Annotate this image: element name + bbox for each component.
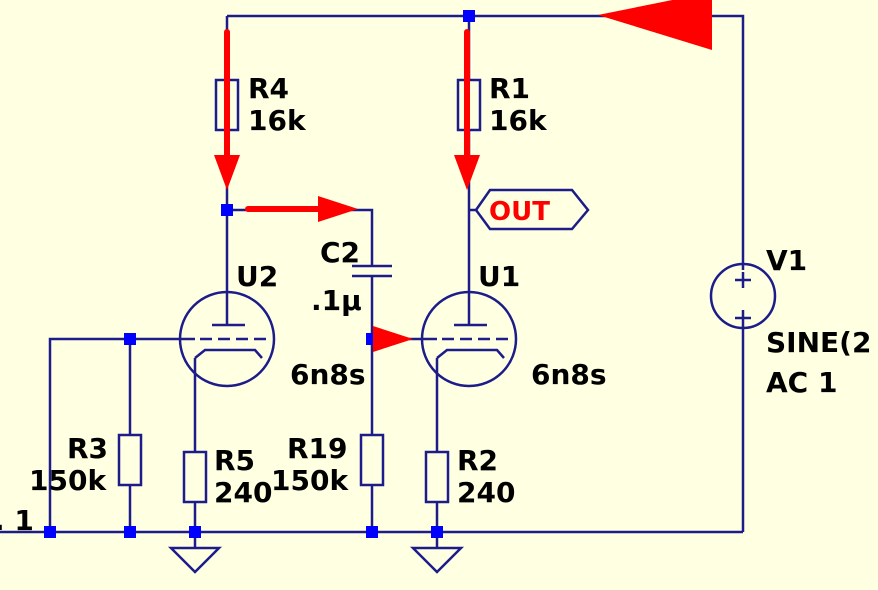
junction-dot	[366, 526, 378, 538]
label-u2-model: 6n8s	[290, 358, 366, 391]
junction-dot	[189, 526, 201, 538]
label-u2-name: U2	[236, 260, 278, 293]
label-r2-name: R2	[457, 444, 498, 477]
label-r3-name: R3	[67, 432, 108, 465]
junction-dot	[221, 204, 233, 216]
wire-top-rail	[227, 14, 745, 270]
label-r3-value: 150k	[29, 464, 107, 497]
resistor-r5[interactable]	[182, 450, 208, 504]
label-r19-value: 150k	[271, 464, 349, 497]
ground-symbol-left	[167, 546, 223, 574]
junction-dot	[431, 526, 443, 538]
label-v1-spec-line1: SINE(2	[766, 326, 871, 359]
label-left-edge: . 1	[0, 504, 34, 537]
capacitor-c2[interactable]	[352, 264, 392, 278]
arrow-c2-head	[318, 196, 358, 222]
arrow-grid-u1	[373, 326, 413, 352]
label-u1-name: U1	[478, 260, 520, 293]
voltage-source-v1[interactable]	[709, 262, 777, 330]
label-c2-value: .1µ	[311, 284, 362, 317]
label-v1-name: V1	[766, 244, 807, 277]
resistor-r2[interactable]	[424, 450, 450, 504]
label-r1-name: R1	[489, 72, 530, 105]
label-r4-value: 16k	[248, 104, 307, 137]
junction-dot	[44, 526, 56, 538]
label-r4-name: R4	[248, 72, 289, 105]
resistor-r19[interactable]	[359, 433, 385, 487]
label-v1-spec-line2: AC 1	[766, 366, 837, 399]
arrow-r4-head	[214, 155, 240, 190]
net-label-out-text: OUT	[489, 197, 550, 227]
wire-u2-grid	[48, 337, 185, 532]
resistor-r3[interactable]	[117, 433, 143, 487]
ground-symbol-right	[409, 546, 465, 574]
label-u1-model: 6n8s	[531, 358, 607, 391]
signal-flow-arrows	[214, 0, 712, 352]
label-r5-name: R5	[214, 444, 255, 477]
tube-u1[interactable]	[420, 290, 518, 388]
label-r1-value: 16k	[489, 104, 548, 137]
junction-dot	[463, 10, 475, 22]
junction-dot	[124, 526, 136, 538]
label-r5-value: 240	[214, 476, 272, 509]
wires	[0, 14, 745, 548]
arrow-r1-head	[454, 155, 480, 190]
tube-u2[interactable]	[178, 290, 276, 388]
label-r2-value: 240	[457, 476, 515, 509]
labels: R4 16k R1 16k C2 .1µ U2 6n8s U1 6n8s V1 …	[0, 72, 871, 537]
label-r19-name: R19	[287, 432, 348, 465]
label-c2-name: C2	[320, 236, 360, 269]
junction-dot	[124, 333, 136, 345]
net-label-out[interactable]: OUT	[474, 188, 590, 231]
arrow-source-left	[598, 0, 712, 50]
